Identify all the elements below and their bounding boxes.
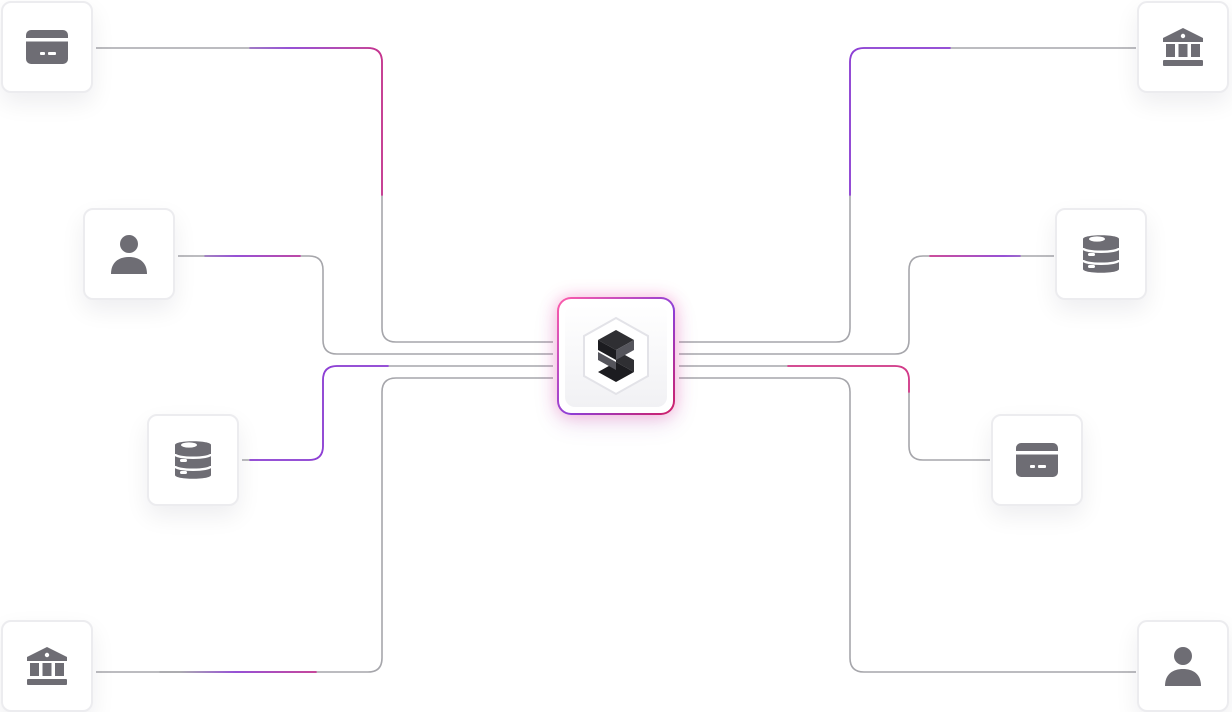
hub-inner: [565, 305, 667, 407]
node-user-left[interactable]: [83, 208, 175, 300]
hexagon-s-logo-icon: [583, 316, 649, 396]
bank-icon: [1163, 28, 1203, 66]
node-card-left[interactable]: [1, 1, 93, 93]
node-bank-left[interactable]: [1, 620, 93, 712]
accent-right-3: [787, 365, 910, 393]
card-icon: [26, 30, 68, 64]
node-bank-right[interactable]: [1137, 1, 1229, 93]
card-icon: [1016, 443, 1058, 477]
user-icon: [111, 235, 147, 274]
node-database-left[interactable]: [147, 414, 239, 506]
wire-right-4: [679, 377, 1136, 673]
wire-right-2: [679, 255, 1054, 355]
wire-left-4: [96, 377, 553, 673]
central-hub[interactable]: [557, 297, 675, 415]
wire-right-3: [679, 365, 990, 461]
database-icon: [173, 441, 213, 479]
wire-left-3: [242, 365, 553, 461]
database-icon: [1081, 235, 1121, 273]
node-database-right[interactable]: [1055, 208, 1147, 300]
wire-left-2: [178, 255, 553, 355]
user-icon: [1165, 647, 1201, 686]
accent-right-1: [849, 47, 951, 196]
node-card-right[interactable]: [991, 414, 1083, 506]
node-user-right[interactable]: [1137, 620, 1229, 712]
accent-left-1: [249, 47, 383, 196]
bank-icon: [27, 647, 67, 685]
accent-left-3: [249, 365, 389, 461]
